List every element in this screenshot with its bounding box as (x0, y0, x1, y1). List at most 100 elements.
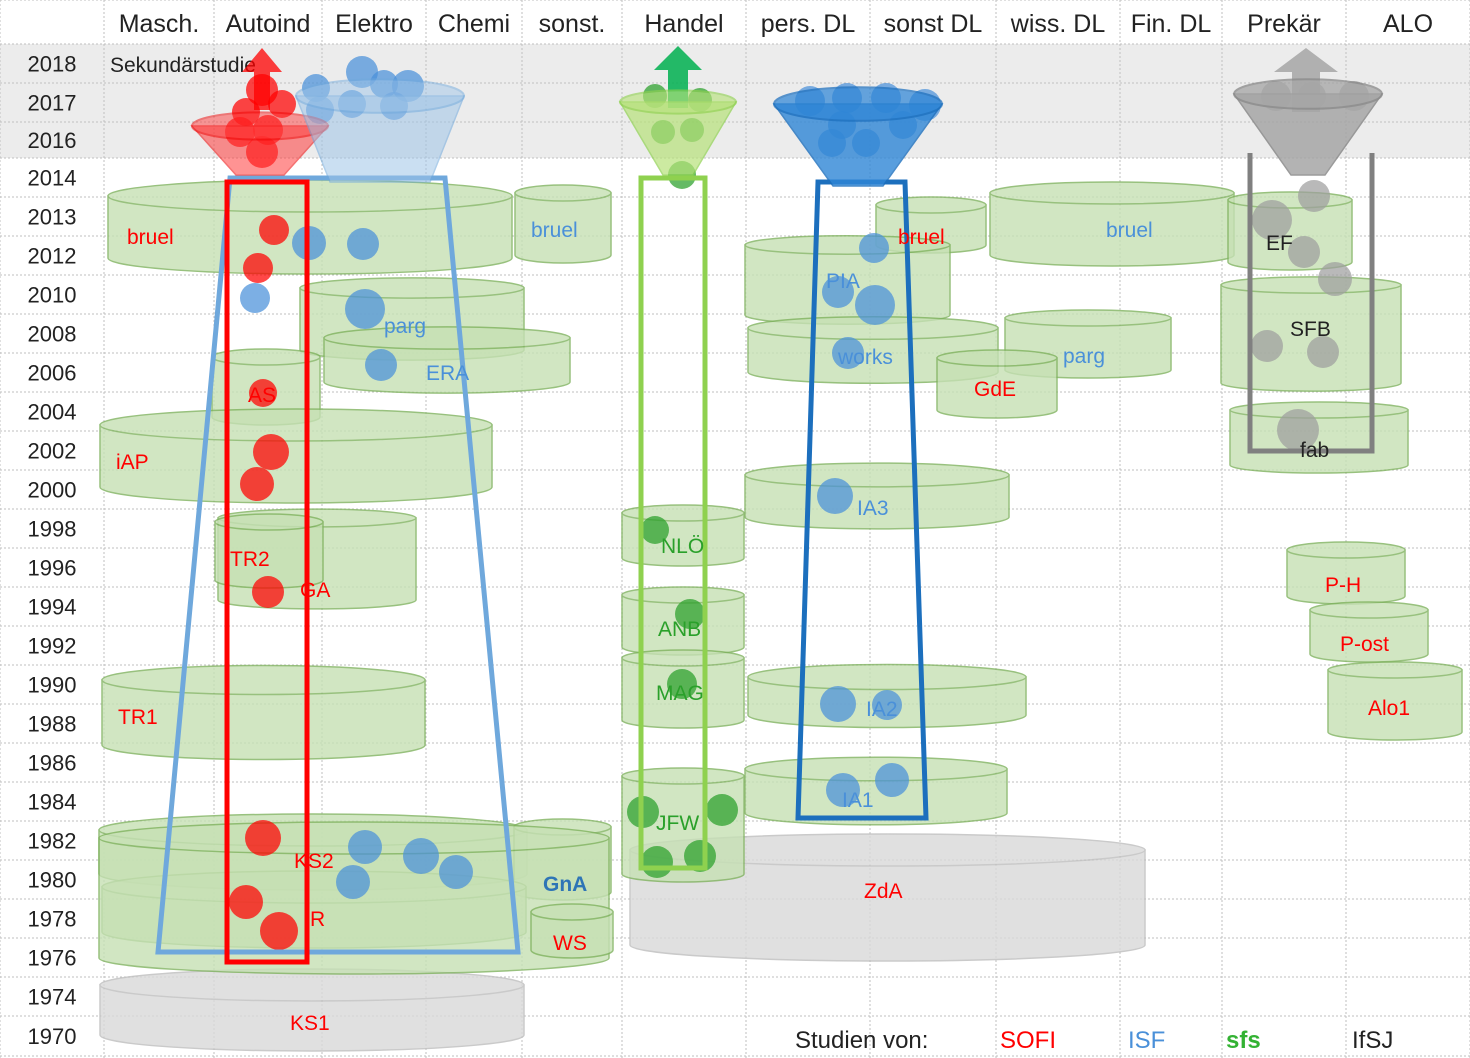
study-dot (253, 434, 289, 470)
study-cylinder (1229, 401, 1409, 474)
study-dot (336, 865, 370, 899)
study-label: P-ost (1340, 633, 1389, 656)
year-label: 1998 (28, 517, 77, 542)
study-cylinder (99, 408, 493, 504)
study-label: ERA (426, 362, 469, 385)
study-label: KS2 (294, 850, 334, 873)
study-dot (259, 215, 289, 245)
year-label: 2018 (28, 52, 77, 77)
study-label: bruel (898, 226, 945, 249)
cylinder-top (875, 196, 987, 214)
cylinder-top (989, 181, 1235, 205)
cylinder-body (936, 357, 1058, 419)
cylinder-body (99, 984, 525, 1052)
column-header: Autoind (226, 10, 311, 38)
study-label: GdE (974, 378, 1016, 401)
study-dot (249, 379, 277, 407)
year-label: 1988 (28, 712, 77, 737)
cylinder-top (621, 649, 745, 667)
legend-title: Studien von: (795, 1027, 928, 1054)
study-dot (817, 478, 853, 514)
study-cylinder (1327, 661, 1463, 741)
cylinder-top (1309, 601, 1429, 619)
sfs-frame (638, 175, 708, 871)
study-dot (859, 233, 889, 263)
year-label: 1990 (28, 673, 77, 698)
study-label: R (310, 908, 325, 931)
year-label: 1978 (28, 907, 77, 932)
up-arrow-icon (654, 46, 702, 108)
year-label: 2010 (28, 283, 77, 308)
column-header: wiss. DL (1010, 10, 1106, 38)
cylinder-top (936, 349, 1058, 367)
year-label: 2008 (28, 322, 77, 347)
cylinder-top (747, 663, 1027, 691)
year-label: 1996 (28, 556, 77, 581)
study-label: works (837, 346, 893, 369)
funnel-rim (295, 78, 465, 114)
study-label: GA (300, 579, 330, 602)
study-dot (1318, 262, 1352, 296)
cylinder-top (621, 767, 745, 785)
cylinder-top (99, 408, 493, 442)
cylinder-top (530, 903, 614, 921)
year-label: 2000 (28, 478, 77, 503)
study-dot (240, 283, 270, 313)
study-label: IA1 (842, 789, 874, 812)
cylinder-top (323, 326, 571, 350)
study-dot (1298, 180, 1330, 212)
study-dot (1277, 409, 1319, 451)
study-cylinder (514, 184, 612, 264)
study-dot (820, 686, 856, 722)
study-label: SFB (1290, 318, 1331, 341)
year-label: 2012 (28, 244, 77, 269)
study-dot (706, 794, 738, 826)
funnel-rim (773, 86, 943, 122)
cylinder-top (514, 184, 612, 202)
isf-funnel (294, 78, 466, 183)
study-cylinder (99, 968, 525, 1052)
study-cylinder (1309, 601, 1429, 663)
year-label: 2013 (28, 205, 77, 230)
cylinder-top (744, 235, 951, 255)
study-dot (1252, 200, 1292, 240)
year-label: 1974 (28, 985, 77, 1010)
legend-item: SOFI (1000, 1027, 1056, 1054)
study-dot (684, 840, 716, 872)
study-label: parg (1063, 345, 1105, 368)
cylinder-body (989, 192, 1235, 267)
study-label: parg (384, 315, 426, 338)
study-cylinders (98, 179, 1463, 1052)
cylinder-top (1229, 401, 1409, 419)
study-label: ZdA (864, 880, 903, 903)
study-cylinder (1220, 276, 1402, 392)
study-label: TR1 (118, 706, 158, 729)
funnel-body (190, 125, 330, 176)
column-header: Fin. DL (1131, 10, 1212, 38)
cylinder-top (1220, 276, 1402, 294)
study-dot (855, 285, 895, 325)
study-dot (302, 74, 330, 102)
sofi-frame (224, 179, 310, 965)
study-cylinder (629, 833, 1146, 962)
study-cylinder (744, 756, 1008, 826)
year-label: 2016 (28, 128, 77, 153)
study-label: JFW (656, 812, 699, 835)
column-header: pers. DL (761, 10, 856, 38)
study-dot (875, 763, 909, 797)
study-label: bruel (1106, 219, 1153, 242)
study-label: TR2 (230, 548, 270, 571)
study-dot (641, 846, 673, 878)
column-header: Handel (644, 10, 723, 38)
cylinder-top (744, 462, 1010, 488)
study-dot (1288, 236, 1320, 268)
study-label: WS (553, 932, 587, 955)
year-label: 1994 (28, 595, 77, 620)
year-label: 1982 (28, 829, 77, 854)
study-dot (1251, 330, 1283, 362)
cylinder-top (1227, 191, 1353, 209)
cylinder-body (1220, 284, 1402, 392)
